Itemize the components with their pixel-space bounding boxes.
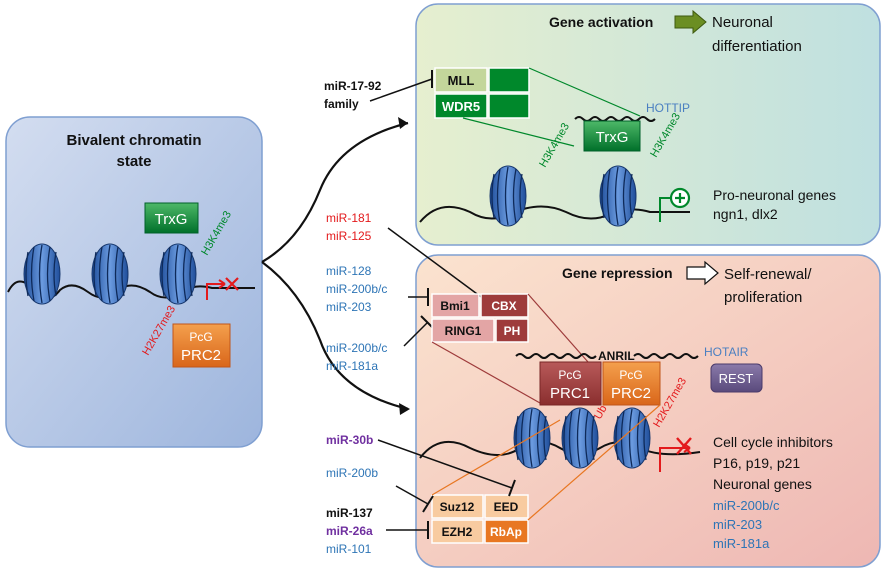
proneuronal-genes-line1: Pro-neuronal genes: [713, 187, 836, 203]
mir128-label: miR-128: [326, 264, 372, 278]
mir200bc-label-1: miR-200b/c: [326, 282, 387, 296]
repressed-genes-line5: miR-203: [713, 517, 762, 532]
proneuronal-genes-line2: ngn1, dlx2: [713, 206, 778, 222]
pcg-prc2-repression: [602, 361, 661, 406]
ring1-subunit: [431, 318, 495, 343]
repressed-cross-icon: [676, 437, 692, 455]
prc1-label: PRC1: [550, 385, 590, 402]
ring1-label: RING1: [445, 324, 482, 338]
anril-lncrna: [515, 353, 597, 359]
wdr5-subunit: [434, 93, 488, 119]
mir30b-label: miR-30b: [326, 433, 373, 447]
repressed-genes-line1: Cell cycle inhibitors: [713, 434, 833, 450]
nucleosome-act-1: [489, 165, 527, 227]
eed-label: EED: [494, 500, 519, 514]
repression-arrow-icon: [686, 260, 719, 286]
ezh2-subunit: [431, 519, 484, 544]
rbap-subunit: [484, 519, 529, 544]
cbx-subunit: [480, 293, 529, 318]
ezh2-label: EZH2: [442, 525, 473, 539]
repression-outcome-line2: proliferation: [724, 289, 802, 306]
mir30b-inhibition-line: [377, 439, 513, 489]
repressed-genes-line2: P16, p19, p21: [713, 455, 800, 471]
pcg-prc1-repression: [539, 361, 602, 406]
prc2-label-repression: PRC2: [611, 385, 651, 402]
rest-label: REST: [719, 371, 754, 386]
tss-arrow-bivalent: [206, 283, 225, 300]
hotair-lncrna: [633, 353, 699, 359]
trxg-label-bivalent: TrxG: [155, 211, 188, 228]
mir26a-label: miR-26a: [326, 524, 373, 538]
mir181a-label-1: miR-181a: [326, 359, 378, 373]
wdr5-label: WDR5: [442, 99, 480, 114]
ph-label: PH: [504, 324, 521, 338]
mir125-label: miR-125: [326, 229, 372, 243]
nucleosome-1: [23, 243, 61, 305]
activation-panel: [415, 3, 881, 246]
repressed-genes-line6: miR-181a: [713, 536, 770, 551]
mir101-label: miR-101: [326, 542, 372, 556]
activation-arrow-icon: [674, 9, 707, 35]
mir181-label: miR-181: [326, 211, 372, 225]
suz12-label: Suz12: [440, 500, 475, 514]
activation-title: Gene activation: [549, 14, 653, 30]
repression-panel: [415, 254, 881, 568]
nucleosome-rep-2: [561, 407, 599, 469]
nucleosome-act-2: [599, 165, 637, 227]
ph-subunit: [495, 318, 529, 343]
bmi1-subunit: [431, 293, 480, 318]
activation-outcome-line2: differentiation: [712, 38, 802, 55]
mir200b-label: miR-200b: [326, 466, 378, 480]
repressed-genes-line3: Neuronal genes: [713, 476, 812, 492]
prc2-label-bivalent: PRC2: [181, 347, 221, 364]
trxg-subunit-bottom: [488, 93, 530, 119]
hotair-label: HOTAIR: [704, 345, 749, 359]
bivalent-title-line2: state: [116, 153, 151, 170]
hottip-label: HOTTIP: [646, 101, 690, 115]
bivalent-title-line1: Bivalent chromatin: [66, 132, 201, 149]
repression-outcome-line1: Self-renewal/: [724, 266, 812, 283]
blocked-cross-icon: [225, 277, 239, 291]
arrow-to-activation: [261, 121, 409, 263]
repressed-genes-line4: miR-200b/c: [713, 498, 780, 513]
anril-label: ANRIL: [598, 349, 635, 363]
suz12-subunit: [431, 494, 484, 519]
mir200bc-label-2: miR-200b/c: [326, 341, 387, 355]
arrow-to-repression: [261, 261, 409, 411]
mir17-92-label-line2: family: [324, 97, 359, 111]
activation-outcome-line1: Neuronal: [712, 14, 773, 31]
nucleosome-2: [91, 243, 129, 305]
nucleosome-3: [159, 243, 197, 305]
eed-subunit: [484, 494, 529, 519]
cbx-label: CBX: [491, 299, 516, 313]
pcg-label-prc1: PcG: [558, 368, 581, 382]
pcg-label-prc2: PcG: [619, 368, 642, 382]
trxg-subunit-top: [488, 67, 530, 93]
pcg-prc2-bivalent: [172, 323, 231, 368]
mir17-92-label-line1: miR-17-92: [324, 79, 382, 93]
mir17-92-inhibition-line: [369, 78, 433, 102]
mll-subunit: [434, 67, 488, 93]
pcg-label-bivalent: PcG: [189, 330, 212, 344]
rest-factor: [710, 363, 763, 393]
trxg-label-activation: TrxG: [596, 129, 629, 146]
nucleosome-rep-1: [513, 407, 551, 469]
trxg-complex-bivalent: [144, 202, 199, 234]
mir200bc-inhibition-line: [403, 321, 429, 347]
mir203-label-1: miR-203: [326, 300, 372, 314]
mll-label: MLL: [448, 73, 475, 88]
rbap-label: RbAp: [490, 525, 522, 539]
repression-title: Gene repression: [562, 265, 673, 281]
mir200b-inhibition-line: [395, 485, 429, 505]
tss-arrow-repression: [659, 447, 690, 472]
trxg-complex-activation: [583, 120, 641, 152]
nucleosome-rep-3: [613, 407, 651, 469]
mir181-inhibition-line: [387, 227, 493, 306]
bmi1-label: Bmi1: [440, 299, 470, 313]
mir137-label: miR-137: [326, 506, 373, 520]
